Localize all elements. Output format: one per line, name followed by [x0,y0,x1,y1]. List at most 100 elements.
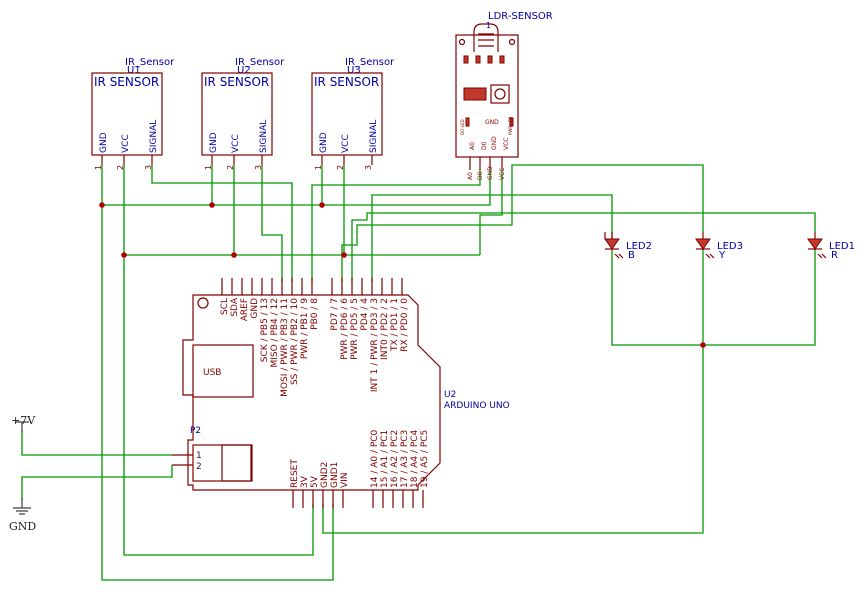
junction-dot [121,252,127,258]
mount-hole-icon [197,297,209,309]
pin-name: GND [99,132,109,153]
ldr-board-label: GND [491,136,498,150]
mount-hole-icon [508,38,516,46]
ldr-board-label: GND [485,119,499,126]
connector-ref: P2 [190,426,201,436]
ir-sensor-title: IR_Sensor [235,57,285,68]
ir-sensor-u2: IR_Sensor U2 IR SENSOR GND VCC SIGNAL 1 … [201,57,285,170]
led-icon [695,238,711,250]
arduino-name: ARDUINO UNO [444,401,510,411]
pin-label: INT0 / PD2 / 2 [380,298,390,360]
pin-label: 5V [310,475,320,488]
ir-sensor-body [311,72,383,156]
led-ref: LED2 [626,241,652,252]
pin-name: SIGNAL [259,120,269,153]
pin-number: 1 [94,165,103,170]
pin-name: GND [319,132,329,153]
pin-label: SDA [230,297,240,316]
pin-label: SS / PWR / PB2 / 10 [290,298,300,385]
pin-name: VCC [341,134,351,153]
junction-dot [341,252,347,258]
arduino-uno: USB U2 ARDUINO UNO SCL SDA AREF GND SCK … [182,278,510,508]
led-color: R [831,250,838,261]
ir-sensor-u1: IR_Sensor U1 IR SENSOR GND VCC SIGNAL 1 … [91,57,175,170]
led-b: LED2 B [604,232,652,261]
ground-icon [13,498,31,515]
ldr-small-label: DO-LED [460,119,465,135]
led-color: B [628,250,635,261]
pin-number: 2 [226,165,235,170]
junction-dot [209,202,215,208]
ldr-small-label: PWR-LED [508,117,513,135]
pin-label: 18 / A4 / PC4 [410,429,420,488]
pin-label: SCL [220,298,230,315]
pin-name: VCC [231,134,241,153]
led-color: Y [718,250,726,261]
pin-label: PB0 / 8 [310,298,320,330]
pin-label: GND [250,298,260,319]
pin-label: INT 1 / PWR / PD3 / 3 [370,298,380,392]
ldr-element-icon [473,23,499,52]
led-r: LED1 R [807,232,855,261]
ldr-pin-label: A0 [467,172,474,180]
junction-dot [700,342,706,348]
ir-sensor-label: IR SENSOR [204,75,269,89]
pin-label: 14 / A0 / PC0 [370,429,380,488]
pin-label: PWR / PD5 / 5 [350,298,360,360]
pin-label: SCK / PB5 / 13 [260,298,270,362]
pin-label: 17 / A3 / PC3 [400,430,410,488]
connector-p2: P2 1 2 [172,426,202,472]
led-icon [807,238,823,250]
trimmer-icon [490,84,510,104]
led-icon [604,238,620,250]
ir-sensor-title: IR_Sensor [125,57,175,68]
power-gnd: GND [9,498,36,533]
ldr-ref: 1 [486,21,491,30]
connector-pin: 1 [196,451,202,461]
pin-label: 19 / A5 / PC5 [420,430,430,488]
pin-label: AREF [240,298,250,321]
ldr-pin-label: GND [487,166,494,180]
usb-label: USB [203,368,221,378]
gnd-label: GND [9,520,36,533]
pin-number: 1 [204,165,213,170]
ldr-pin-label: VCC [499,168,506,180]
power-jack-inner [221,444,253,482]
ldr-pin-label: D0 [477,171,484,180]
ir-sensor-label: IR SENSOR [314,75,379,89]
ir-sensor-body [201,72,273,156]
junction-dot [99,202,105,208]
pin-number: 3 [144,165,153,170]
pin-name: GND [209,132,219,153]
led-y: LED3 Y [695,232,743,261]
ir-sensor-ref: U2 [237,65,251,76]
junction-dot [319,202,325,208]
ldr-board-label: A0 [469,142,476,150]
junctions [99,202,706,348]
pin-label: PD7 / 7 [330,298,340,331]
ir-sensor-body [91,72,163,156]
pin-number: 2 [336,165,345,170]
pin-name: VCC [121,134,131,153]
usb-port [192,344,254,398]
pin-name: SIGNAL [369,120,379,153]
ir-sensor-label: IR SENSOR [94,75,159,89]
pin-label: RESET [290,459,300,488]
junction-dot [231,252,237,258]
pin-label: TX / PD1 / 1 [390,298,400,352]
pin-label: MISO / PB4 / 12 [270,298,280,368]
pin-number: 1 [314,165,323,170]
pin-label: PD4 / 4 [360,298,370,331]
ldr-board [455,34,519,158]
arduino-ref: U2 [444,390,456,400]
ir-sensor-title: IR_Sensor [345,57,395,68]
pin-label: 3V [300,475,310,488]
ldr-title: LDR-SENSOR [488,11,553,22]
ir-sensor-ref: U3 [347,65,361,76]
ldr-board-label: D0 [481,141,488,150]
ldr-sensor: LDR-SENSOR 1 DO-LED PWR-LED GND A0 D0 GN… [455,11,553,180]
pin-label: 15 / A1 / PC1 [380,430,390,488]
ldr-board-label: VCC [503,138,510,150]
pin-number: 3 [364,165,373,170]
